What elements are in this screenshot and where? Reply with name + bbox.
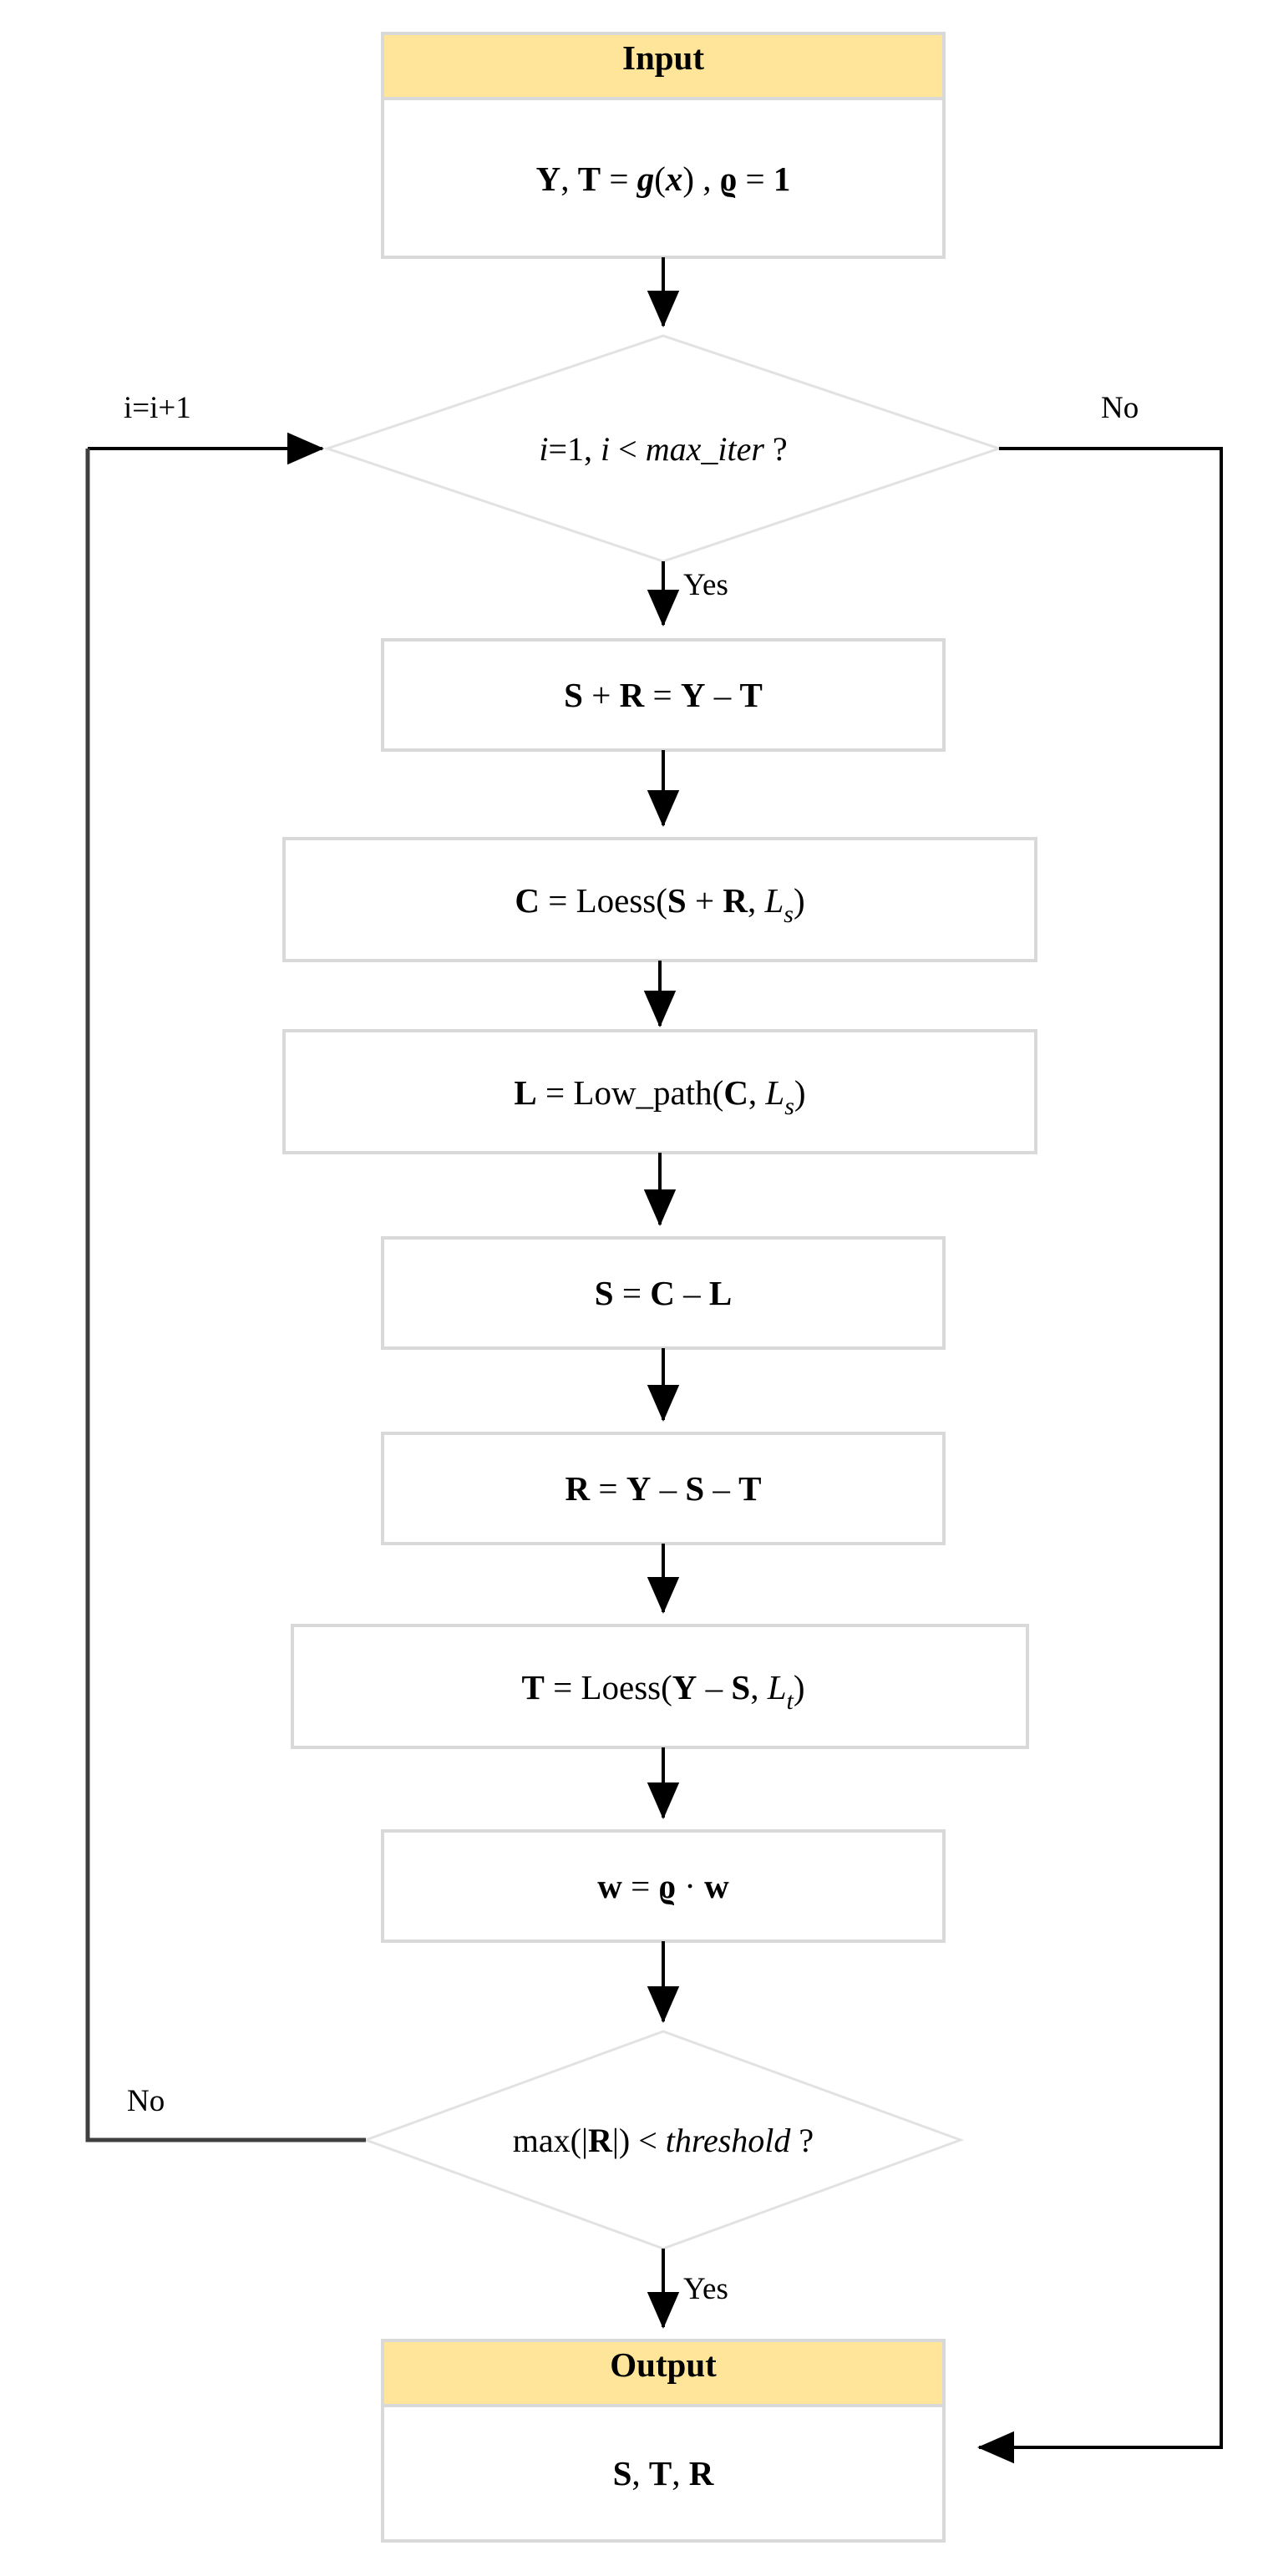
edge-label-increment: i=i+1 bbox=[124, 391, 191, 425]
input-body-panel bbox=[381, 97, 946, 259]
node-p2[interactable]: C = Loess(S + R, Ls) bbox=[282, 837, 1037, 962]
p3-label: L = Low_path(C, Ls) bbox=[514, 1073, 805, 1120]
input-body-label: Y, T = g(x) , ϱ = 1 bbox=[536, 160, 791, 198]
conv-check-label: max(|R|) < threshold ? bbox=[513, 2122, 814, 2159]
node-p3[interactable]: L = Low_path(C, Ls) bbox=[282, 1029, 1037, 1154]
p6-label: T = Loess(Y – S, Lt) bbox=[521, 1668, 804, 1715]
edge-label-iter-no: No bbox=[1101, 391, 1139, 425]
edge-label-conv-yes: Yes bbox=[683, 2272, 728, 2306]
node-p5[interactable]: R = Y – S – T bbox=[381, 1432, 946, 1545]
p7-label: w = ϱ · w bbox=[597, 1867, 729, 1905]
output-header-label: Output bbox=[610, 2345, 717, 2384]
node-input[interactable]: Input Y, T = g(x) , ϱ = 1 bbox=[381, 32, 946, 259]
edge-label-iter-yes: Yes bbox=[683, 568, 728, 602]
p6-panel bbox=[291, 1624, 1029, 1749]
p1-panel bbox=[381, 638, 946, 752]
iter-check-label: i=1, i < max_iter ? bbox=[539, 430, 787, 468]
output-body-label: S, T, R bbox=[613, 2454, 714, 2492]
p2-panel bbox=[282, 837, 1037, 962]
p4-panel bbox=[381, 1236, 946, 1350]
node-output[interactable]: Output S, T, R bbox=[381, 2339, 946, 2543]
input-header-band bbox=[381, 32, 946, 100]
node-p7[interactable]: w = ϱ · w bbox=[381, 1829, 946, 1943]
p5-label: R = Y – S – T bbox=[565, 1469, 761, 1508]
edge-iter-no-to-output bbox=[977, 447, 1223, 2464]
p5-panel bbox=[381, 1432, 946, 1545]
p4-label: S = C – L bbox=[595, 1274, 732, 1312]
p3-panel bbox=[282, 1029, 1037, 1154]
node-p4[interactable]: S = C – L bbox=[381, 1236, 946, 1350]
node-decision-conv[interactable]: max(|R|) < threshold ? bbox=[362, 2030, 965, 2250]
p1-label: S + R = Y – T bbox=[564, 676, 763, 714]
edge-conv-no-loopback bbox=[85, 449, 366, 2142]
node-decision-iter[interactable]: i=1, i < max_iter ? bbox=[323, 334, 1003, 563]
edge-label-conv-no: No bbox=[127, 2084, 165, 2118]
node-p6[interactable]: T = Loess(Y – S, Lt) bbox=[291, 1624, 1029, 1749]
p2-label: C = Loess(S + R, Ls) bbox=[515, 881, 804, 928]
output-body-panel bbox=[381, 2404, 946, 2543]
input-header-label: Input bbox=[622, 38, 704, 77]
node-p1[interactable]: S + R = Y – T bbox=[381, 638, 946, 752]
